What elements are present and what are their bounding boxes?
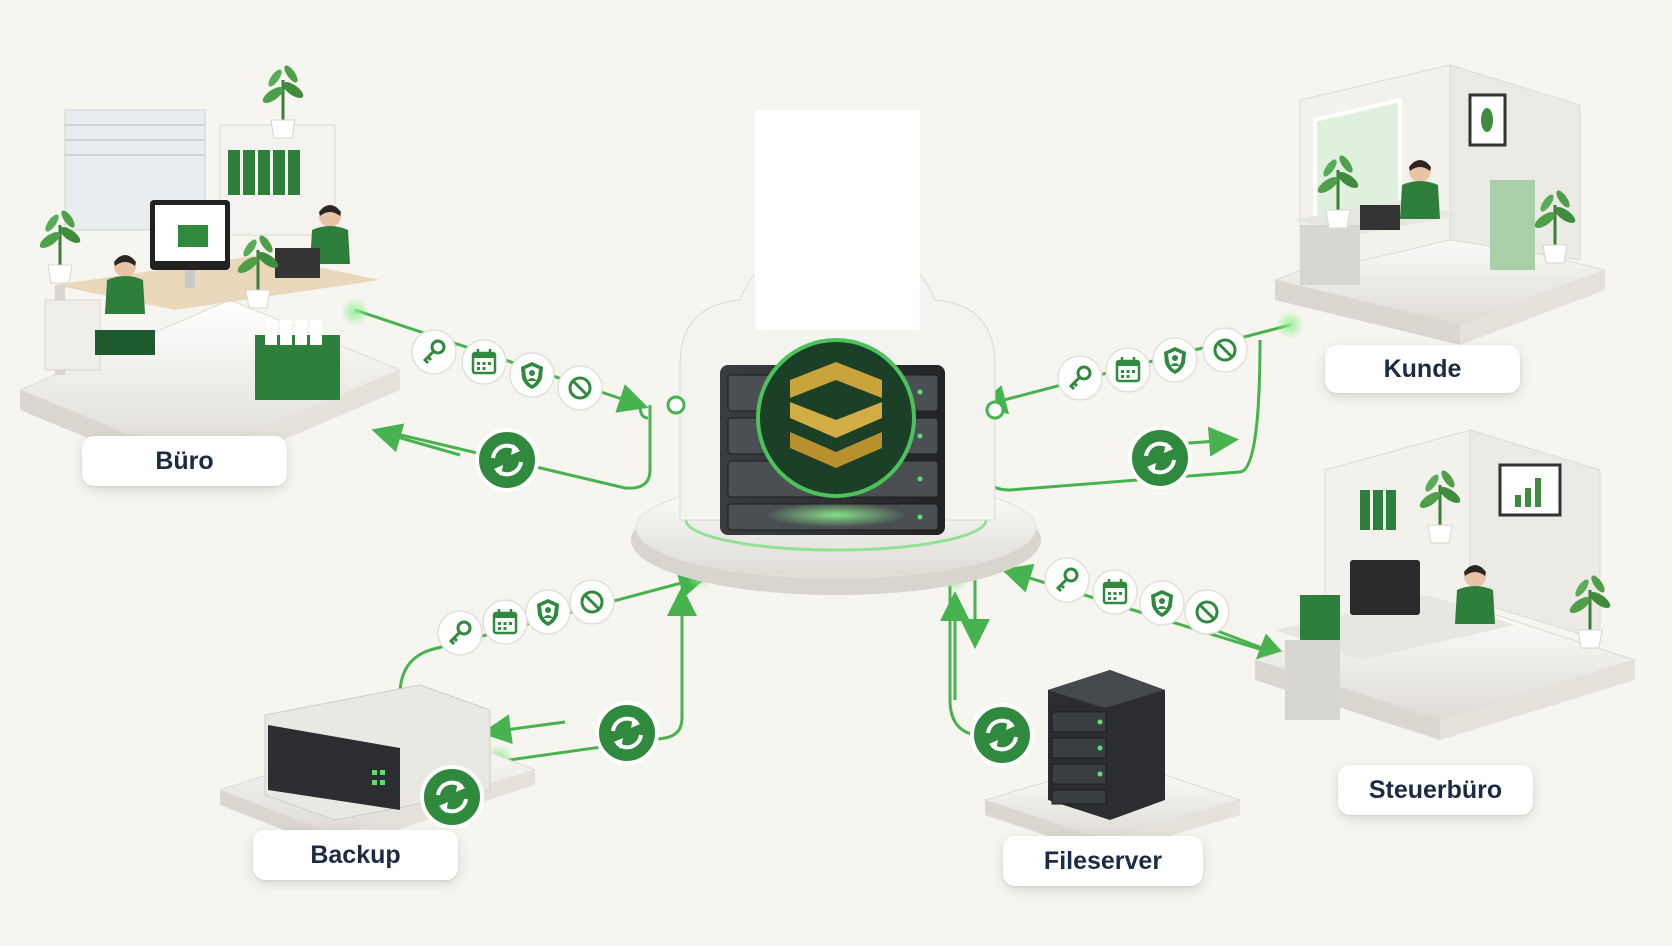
label-kunde: Kunde — [1325, 345, 1520, 393]
cloud-server-hub[interactable] — [631, 110, 1041, 595]
shield-user-icon — [526, 590, 570, 634]
kunde-link-icons — [1058, 328, 1247, 400]
kunde-office[interactable] — [1273, 64, 1607, 345]
key-icon — [438, 611, 482, 655]
fileserver-sync-icon — [970, 703, 1034, 767]
key-icon — [1045, 558, 1089, 602]
buero-sync-icon — [475, 428, 539, 492]
fileserver-device[interactable] — [983, 670, 1242, 855]
shield-user-icon — [510, 353, 554, 397]
buero-office[interactable] — [18, 62, 402, 480]
calendar-icon — [483, 600, 527, 644]
key-icon — [1058, 356, 1102, 400]
buero-link-icons — [412, 330, 602, 410]
blocked-icon — [1185, 590, 1229, 634]
kunde-sync-icon — [1128, 426, 1192, 490]
steuerbuero-office[interactable] — [1253, 429, 1637, 740]
label-fileserver: Fileserver — [1003, 836, 1203, 886]
backup-device[interactable] — [218, 684, 537, 850]
label-backup: Backup — [253, 830, 458, 880]
backup-link-icons — [438, 580, 614, 655]
shield-user-icon — [1140, 581, 1184, 625]
backup-sync-icon — [420, 765, 484, 829]
label-steuerbuero: Steuerbüro — [1338, 765, 1533, 815]
calendar-icon — [462, 340, 506, 384]
key-icon — [412, 330, 456, 374]
steuerbuero-link-icons — [1045, 558, 1229, 634]
blocked-icon — [570, 580, 614, 624]
shield-user-icon — [1153, 338, 1197, 382]
blocked-icon — [558, 366, 602, 410]
label-buero: Büro — [82, 436, 287, 486]
calendar-icon — [1093, 570, 1137, 614]
calendar-icon — [1106, 348, 1150, 392]
blocked-icon — [1203, 328, 1247, 372]
backup-link-sync-icon — [595, 701, 659, 765]
